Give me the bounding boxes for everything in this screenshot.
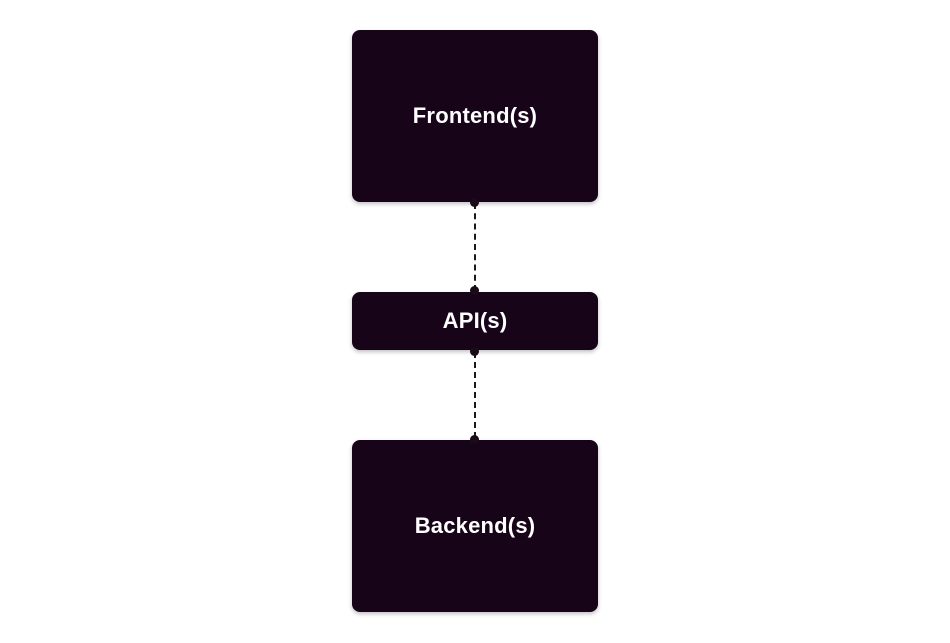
frontend-node: Frontend(s) [352, 30, 598, 202]
frontend-node-label: Frontend(s) [412, 103, 538, 128]
api-node-label: API(s) [442, 308, 508, 333]
api-top-anchor [470, 286, 479, 295]
connector-frontend-api [474, 203, 476, 291]
api-bottom-anchor [470, 347, 479, 356]
backend-node: Backend(s) [352, 440, 598, 612]
backend-node-label: Backend(s) [414, 513, 536, 538]
api-node: API(s) [352, 292, 598, 350]
frontend-bottom-anchor [470, 198, 479, 207]
backend-top-anchor [470, 435, 479, 444]
connector-api-backend [474, 352, 476, 438]
